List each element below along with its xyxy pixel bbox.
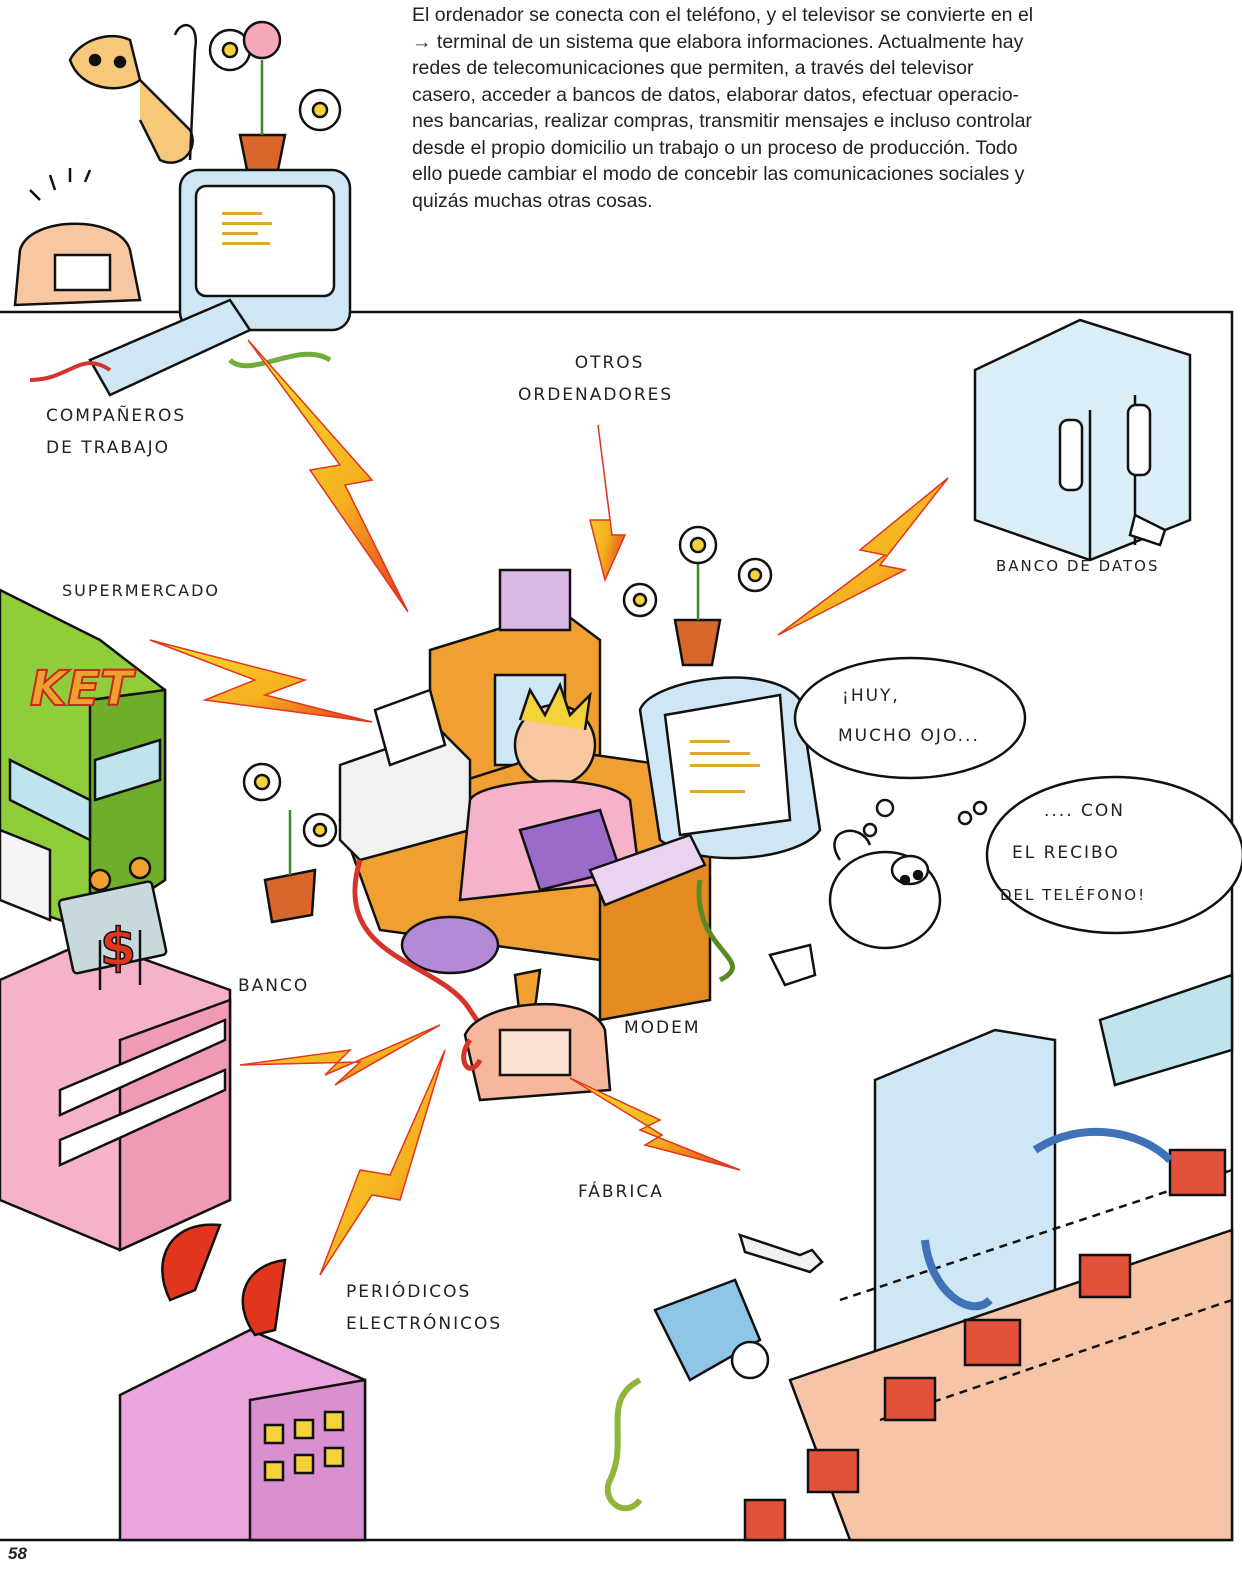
label-companeros: COMPAÑEROS DE TRABAJO	[46, 400, 186, 464]
bank-sign: $	[100, 918, 136, 978]
bubble-line: EL RECIBO	[1012, 843, 1120, 863]
label-line: BANCO DE DATOS	[996, 557, 1160, 575]
bubble-line: MUCHO OJO...	[838, 726, 980, 746]
intro-paragraph: El ordenador se conecta con el teléfono,…	[412, 2, 1224, 214]
label-line: OTROS	[574, 353, 645, 373]
intro-line: redes de telecomunicaciones que permiten…	[412, 57, 974, 79]
label-line: ORDENADORES	[518, 385, 674, 405]
bank-building	[0, 856, 232, 1252]
bubble-second-text: .... CON EL RECIBO DEL TELÉFONO!	[1000, 790, 1146, 916]
newspaper-building	[118, 1223, 367, 1542]
label-line: ELECTRÓNICOS	[346, 1314, 503, 1334]
factory	[604, 973, 1234, 1542]
intro-line: El ordenador se conecta con el teléfono,…	[412, 4, 1034, 26]
data-bank-cabinet	[973, 318, 1192, 562]
label-otros-ordenadores: OTROS ORDENADORES	[518, 347, 673, 411]
modem-phone	[461, 1002, 612, 1102]
intro-line: quizás muchas otras cosas.	[412, 189, 653, 212]
bolt-banco	[239, 1024, 441, 1086]
label-modem: MODEM	[624, 1012, 701, 1044]
bolt-companeros	[247, 339, 409, 613]
label-banco-datos: BANCO DE DATOS	[996, 550, 1160, 582]
intro-line: → terminal de un sistema que elabora inf…	[412, 30, 1024, 53]
label-line: MODEM	[624, 1018, 701, 1038]
label-line: DE TRABAJO	[46, 438, 171, 458]
label-line: FÁBRICA	[578, 1182, 664, 1202]
bubble-line: ¡HUY,	[842, 686, 900, 706]
intro-line: ello puede cambiar el modo de concebir l…	[412, 163, 1025, 185]
label-line: SUPERMERCADO	[62, 581, 221, 600]
label-line: COMPAÑEROS	[46, 406, 187, 426]
bolt-supermercado	[149, 639, 373, 723]
bolt-banco-datos	[777, 477, 949, 636]
label-fabrica: FÁBRICA	[578, 1176, 664, 1208]
intro-line: nes bancarias, realizar compras, transmi…	[412, 110, 1032, 132]
bolt-otros	[589, 424, 627, 583]
intro-line: casero, acceder a bancos de datos, elabo…	[412, 83, 1020, 106]
bubble-first-text: ¡HUY, MUCHO OJO...	[838, 676, 980, 756]
label-line: PERIÓDICOS	[346, 1282, 472, 1302]
supermarket-sign: KET	[30, 661, 136, 717]
central-desk-scene	[242, 525, 822, 1062]
home-computer	[13, 20, 352, 397]
label-periodicos: PERIÓDICOS ELECTRÓNICOS	[346, 1276, 502, 1340]
intro-line: desde el propio domicilio un trabajo o u…	[412, 136, 1018, 159]
page-number: 58	[8, 1544, 27, 1563]
dog	[768, 829, 942, 987]
label-banco: BANCO	[238, 970, 309, 1002]
thought-bubbles	[793, 656, 1242, 935]
bubble-line: DEL TELÉFONO!	[1000, 886, 1147, 904]
label-supermercado: SUPERMERCADO	[62, 575, 220, 607]
lightning-bolts	[149, 339, 949, 1276]
bubble-line: .... CON	[1044, 801, 1125, 821]
label-line: BANCO	[238, 976, 310, 996]
frame-border	[0, 310, 1234, 1542]
bolt-fabrica	[569, 1077, 741, 1171]
bolt-periodicos	[319, 1049, 446, 1276]
